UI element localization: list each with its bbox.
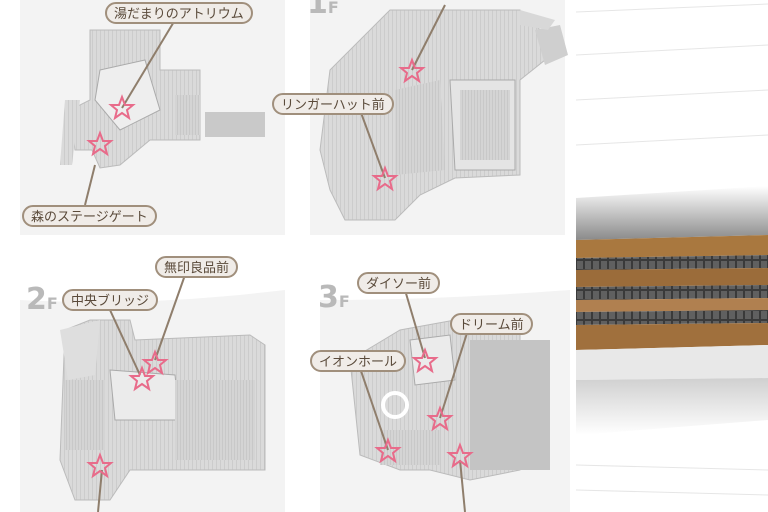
star-marker-icon [426,405,454,432]
callout-yudamari: 湯だまりのアトリウム [105,2,253,24]
callout-daiso: ダイソー前 [357,272,441,294]
callout-aeon-hall: イオンホール [310,350,407,372]
callout-mori-stage-gate: 森のステージゲート [22,205,157,227]
star-marker-icon [128,365,156,392]
star-marker-icon [108,94,136,121]
plan-top-right [319,9,568,221]
floor-label-2f: 2F [26,282,58,317]
star-markers [86,57,474,479]
star-marker-icon [86,130,114,157]
callout-muji: 無印良品前 [155,256,239,278]
plan-bottom-left [59,319,266,501]
star-marker-icon [141,349,169,376]
star-marker-icon [374,437,402,464]
facility-photo [576,0,768,512]
callout-chuo-bridge: 中央ブリッジ [62,289,159,311]
star-marker-icon [86,452,114,479]
star-marker-icon [398,57,426,84]
plan-top-left [60,29,265,169]
plan-bottom-right [349,319,550,481]
floor-map: 1F 2F 3F 湯だまりのアトリウム 森のステージゲート リンガーハット前 中… [20,0,570,512]
star-marker-icon [371,165,399,192]
floor-label-1f: 1F [307,0,339,21]
floor-plans [20,0,570,512]
callout-ringer-hut: リンガーハット前 [272,93,394,115]
callout-dream: ドリーム前 [450,313,533,335]
star-marker-icon [411,347,439,374]
escalator-image [576,0,768,512]
star-marker-icon [446,442,474,469]
floor-label-3f: 3F [318,280,350,315]
leader-lines [84,4,469,512]
